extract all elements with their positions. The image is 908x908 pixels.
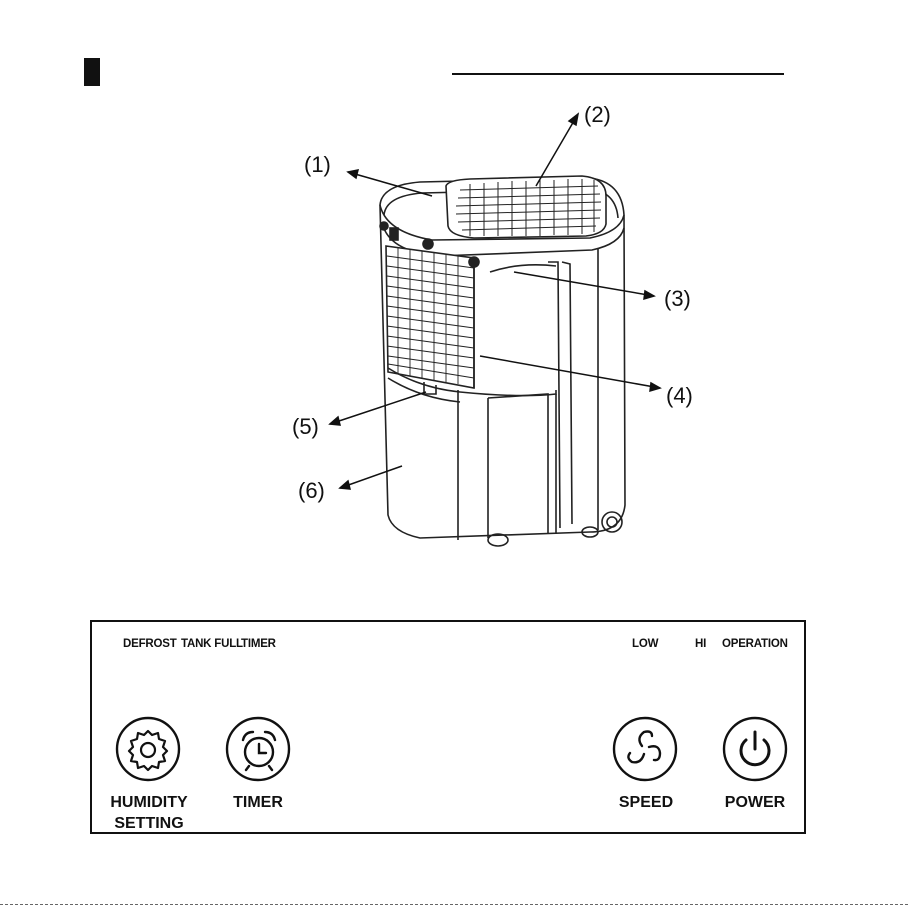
callout-2: (2) — [584, 102, 611, 127]
power-icon — [722, 716, 788, 782]
fan-icon — [612, 716, 678, 782]
humidity-setting-label: HUMIDITY SETTING — [106, 792, 192, 834]
timer-indicator: TIMER — [241, 638, 276, 650]
page-footer-line — [0, 904, 908, 905]
callout-5: (5) — [292, 414, 319, 439]
timer-button-label: TIMER — [218, 792, 298, 813]
defrost-indicator: DEFROST — [123, 638, 177, 650]
callout-4: (4) — [666, 383, 693, 408]
gear-icon — [115, 716, 181, 782]
tank-full-indicator: TANK FULL — [181, 638, 243, 650]
speed-button-label: SPEED — [606, 792, 686, 813]
dehumidifier-unit — [380, 176, 625, 546]
speed-button[interactable] — [612, 716, 678, 782]
humidity-setting-button[interactable] — [115, 716, 181, 782]
control-panel: DEFROST TANK FULL TIMER LOW HI OPERATION… — [90, 620, 806, 834]
low-indicator: LOW — [632, 638, 658, 650]
alarm-clock-icon — [225, 716, 291, 782]
hi-indicator: HI — [695, 638, 706, 650]
power-button-label: POWER — [715, 792, 795, 813]
callout-1: (1) — [304, 152, 331, 177]
timer-button[interactable] — [225, 716, 291, 782]
power-button[interactable] — [722, 716, 788, 782]
callout-6: (6) — [298, 478, 325, 503]
callout-3: (3) — [664, 286, 691, 311]
operation-indicator: OPERATION — [722, 638, 788, 650]
